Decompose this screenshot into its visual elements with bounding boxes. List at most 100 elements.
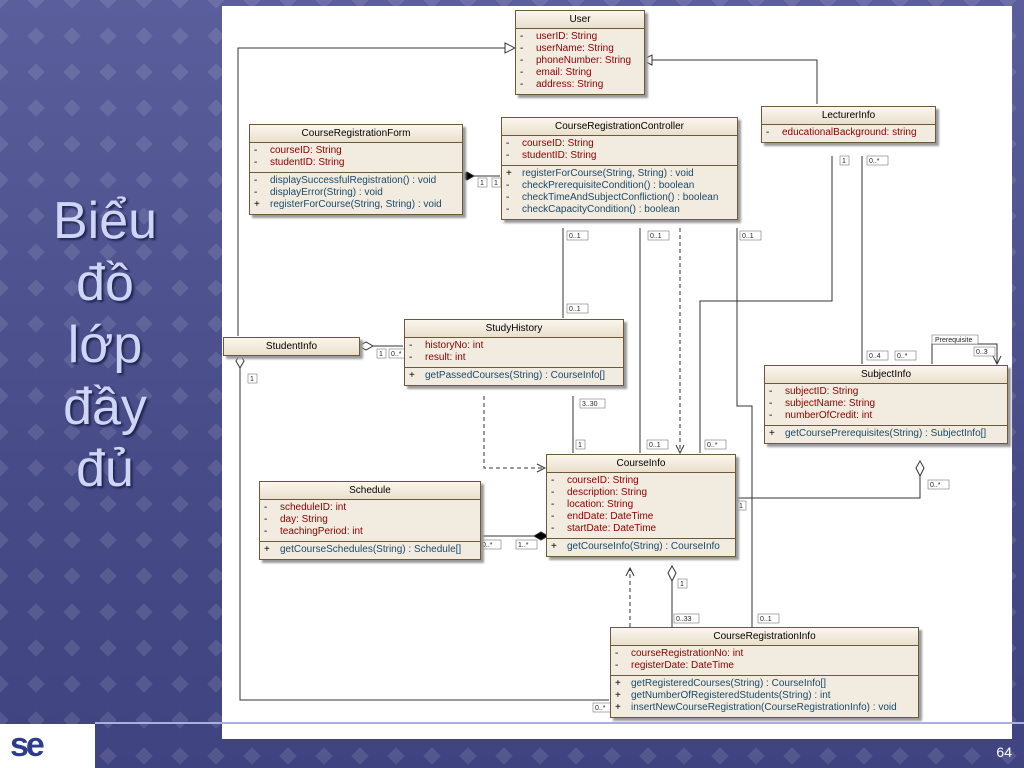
class-course-registration-form[interactable]: CourseRegistrationForm - courseID: String…: [249, 124, 463, 215]
attribute-row: -historyNo: int: [409, 340, 619, 352]
class-student-info[interactable]: StudentInfo: [223, 337, 360, 356]
class-user[interactable]: User -userID: String-userName: String-ph…: [515, 10, 645, 95]
attribute-text: address: String: [536, 79, 604, 90]
attribute-text: numberOfCredit: int: [785, 410, 873, 421]
assoc-controller-registrationinfo: [736, 228, 753, 627]
operations-section: +getRegisteredCourses(String) : CourseIn…: [611, 676, 918, 717]
multiplicity-box: [739, 230, 762, 241]
visibility-marker: +: [254, 199, 260, 210]
multiplicity-box: [647, 230, 670, 241]
class-schedule[interactable]: Schedule -scheduleID: int-day: String-te…: [259, 481, 481, 560]
class-subject-info[interactable]: SubjectInfo -subjectID: String-subjectNa…: [764, 365, 1008, 444]
visibility-marker: -: [615, 648, 619, 659]
visibility-marker: -: [254, 145, 258, 156]
class-name: StudyHistory: [405, 320, 623, 338]
operations-section: +getCourseSchedules(String) : Schedule[]: [260, 542, 480, 559]
class-name: CourseRegistrationForm: [250, 125, 462, 143]
attribute-row: - location: String: [551, 499, 731, 511]
aggregation-student-registration: [239, 368, 609, 701]
slide-title: Biểu đồ lớp đầy đủ: [20, 190, 190, 500]
operation-text: displayError(String) : void: [270, 187, 383, 198]
multiplicity-label: 0..1: [569, 306, 581, 313]
multiplicity-box: [736, 500, 747, 511]
aggregation-diamond: [357, 341, 375, 351]
aggregation-diamond: [915, 459, 925, 478]
operation-text: checkTimeAndSubjectConfliction() : boole…: [522, 192, 719, 203]
visibility-marker: -: [615, 660, 619, 671]
operation-row: -checkCapacityCondition() : boolean: [506, 204, 733, 216]
attributes-section: -historyNo: int-result: int: [405, 338, 623, 368]
class-name: User: [516, 11, 644, 29]
operations-section: + getPassedCourses(String) : CourseInfo[]: [405, 368, 623, 385]
operations-section: +registerForCourse(String, String) : voi…: [502, 166, 737, 219]
title-line: đồ: [76, 254, 134, 312]
multiplicity-box: [515, 539, 538, 550]
visibility-marker: -: [506, 204, 510, 215]
visibility-marker: +: [615, 690, 621, 701]
visibility-marker: -: [264, 502, 268, 513]
attributes-section: -userID: String-userName: String-phoneNu…: [516, 29, 644, 94]
attribute-text: day: String: [280, 514, 328, 525]
operation-text: getPassedCourses(String) : CourseInfo[]: [425, 370, 606, 381]
visibility-marker: -: [506, 180, 510, 191]
operations-section: +getCoursePrerequisites(String) : Subjec…: [765, 426, 1007, 443]
class-name: SubjectInfo: [765, 366, 1007, 384]
operation-row: +getCoursePrerequisites(String) : Subjec…: [769, 428, 1003, 440]
assoc-lecturer-courseinfo: [699, 156, 833, 453]
attribute-row: -startDate: DateTime: [551, 523, 731, 535]
multiplicity-box: [477, 177, 488, 188]
operation-row: +getCourseSchedules(String) : Schedule[]: [264, 544, 476, 556]
attribute-text: courseID: String: [522, 138, 594, 149]
multiplicity-box: [579, 398, 606, 409]
visibility-marker: +: [615, 702, 621, 713]
multiplicity-label: 0..1: [650, 233, 662, 240]
attribute-text: result: int: [425, 352, 466, 363]
multiplicity-label: 0..1: [742, 233, 754, 240]
title-line: Biểu: [52, 192, 158, 250]
visibility-marker: +: [409, 370, 415, 381]
attribute-text: teachingPeriod: int: [280, 526, 363, 537]
operation-row: +getCourseInfo(String) : CourseInfo: [551, 541, 731, 553]
attributes-section: -courseID: String-description: String-lo…: [547, 473, 735, 539]
composition-diamond: [458, 171, 476, 181]
multiplicity-label: 1: [578, 442, 582, 449]
multiplicity-box: [973, 346, 996, 357]
multiplicity-box: [673, 613, 700, 624]
attributes-section: -scheduleID: int-day: String-teachingPer…: [260, 500, 480, 542]
multiplicity-label: 1: [494, 180, 498, 187]
class-study-history[interactable]: StudyHistory -historyNo: int-result: int…: [404, 319, 624, 386]
multiplicity-label: 1..*: [518, 542, 529, 549]
multiplicity-box: [894, 350, 917, 361]
attribute-text: courseID: String: [270, 145, 342, 156]
multiplicity-label: 0..*: [595, 705, 606, 712]
generalization-lecturer-user: [642, 60, 818, 104]
visibility-marker: -: [551, 499, 555, 510]
multiplicity-label: 0..*: [869, 158, 880, 165]
attribute-row: -userName: String: [520, 43, 640, 55]
class-course-registration-controller[interactable]: CourseRegistrationController -courseID: …: [501, 117, 738, 220]
multiplicity-box: [866, 155, 889, 166]
attribute-row: -educationalBackground: string: [766, 127, 931, 139]
operation-row: -displaySuccessfulRegistration() : void: [254, 175, 458, 187]
visibility-marker: -: [254, 157, 258, 168]
visibility-marker: -: [551, 523, 555, 534]
attribute-text: historyNo: int: [425, 340, 484, 351]
attribute-text: phoneNumber: String: [536, 55, 632, 66]
visibility-marker: -: [506, 192, 510, 203]
class-lecturer-info[interactable]: LecturerInfo -educationalBackground: str…: [761, 106, 936, 143]
class-course-registration-info[interactable]: CourseRegistrationInfo -courseRegistrati…: [610, 627, 919, 718]
attribute-row: -scheduleID: int: [264, 502, 476, 514]
multiplicity-label: 0..*: [897, 353, 908, 360]
multiplicity-label: 1: [250, 376, 254, 383]
visibility-marker: -: [551, 475, 555, 486]
class-course-info[interactable]: CourseInfo -courseID: String-description…: [546, 454, 736, 557]
multiplicity-label: 0..1: [760, 616, 772, 623]
operation-text: registerForCourse(String, String) : void: [522, 168, 694, 179]
operation-row: -displayError(String) : void: [254, 187, 458, 199]
attributes-section: -subjectID: String-subjectName: String-n…: [765, 384, 1007, 426]
multiplicity-box: [566, 303, 589, 314]
visibility-marker: -: [506, 150, 510, 161]
attribute-text: location: String: [567, 499, 634, 510]
class-name: StudentInfo: [224, 338, 359, 355]
